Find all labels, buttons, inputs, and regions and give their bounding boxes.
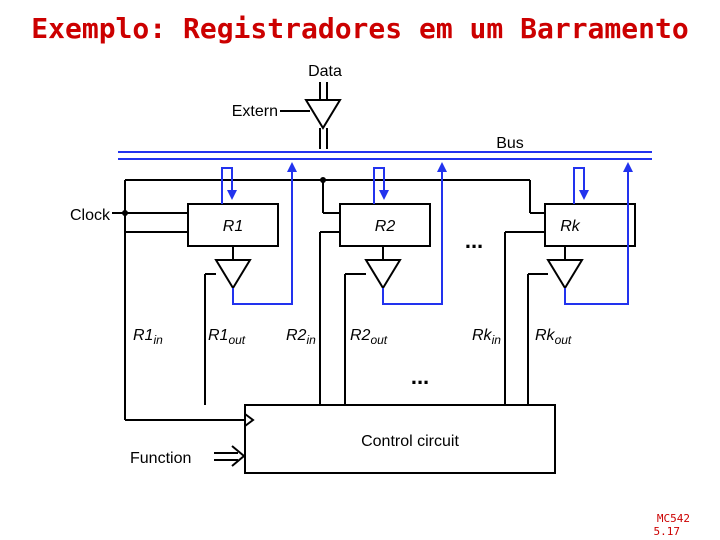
footer-course: MC542 — [657, 512, 690, 525]
register-rk-label: Rk — [560, 218, 581, 235]
signals-ellipsis: ... — [411, 364, 429, 389]
clock-wires — [112, 179, 545, 214]
svg-text:R2in: R2in — [286, 327, 316, 347]
extern-buffer — [304, 99, 342, 130]
register-r1-output-buffer — [214, 259, 252, 290]
signal-rk-in: Rkin — [472, 327, 501, 347]
data-label: Data — [308, 63, 342, 80]
register-r1-label: R1 — [223, 218, 243, 235]
register-rk-output-buffer — [546, 259, 584, 290]
control-circuit: Control circuit — [244, 404, 556, 474]
signal-r1-out: R1out — [208, 327, 246, 347]
control-circuit-label: Control circuit — [361, 433, 459, 450]
svg-text:Rkout: Rkout — [535, 327, 572, 347]
footer-page: 5.17 — [654, 525, 681, 538]
svg-text:Rkin: Rkin — [472, 327, 501, 347]
bus-lines — [118, 151, 652, 160]
registers-ellipsis: ... — [465, 228, 483, 253]
function-input-arrow — [214, 445, 246, 467]
clock-junction-dot-2 — [320, 177, 326, 183]
r1in-wire — [124, 213, 245, 421]
svg-text:R2out: R2out — [350, 327, 388, 347]
register-rk: Rk — [504, 162, 636, 405]
slide-title: Exemplo: Registradores em um Barramento — [31, 12, 688, 45]
extern-label: Extern — [232, 103, 278, 120]
bus-label: Bus — [496, 135, 524, 152]
clock-label: Clock — [70, 207, 111, 224]
register-r1: R1 — [187, 162, 297, 405]
signal-r2-out: R2out — [350, 327, 388, 347]
register-r2-output-buffer — [364, 259, 402, 290]
function-label: Function — [130, 450, 191, 467]
signal-r1-in: R1in — [133, 327, 163, 347]
data-input-wires — [319, 82, 328, 100]
svg-text:R1out: R1out — [208, 327, 246, 347]
svg-text:R1in: R1in — [133, 327, 163, 347]
register-r2-label: R2 — [375, 218, 396, 235]
signal-rk-out: Rkout — [535, 327, 572, 347]
signal-r2-in: R2in — [286, 327, 316, 347]
register-r2: R2 — [319, 162, 447, 405]
extern-to-bus-wires — [319, 128, 328, 149]
